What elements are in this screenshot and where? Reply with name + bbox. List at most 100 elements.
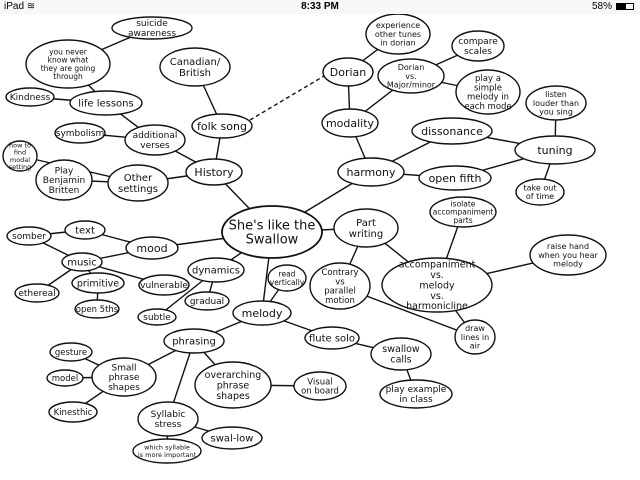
node-label: text bbox=[75, 226, 95, 237]
node-outline bbox=[221, 205, 323, 259]
node-outline bbox=[381, 257, 493, 313]
node-outline bbox=[370, 337, 432, 371]
node-modality: modality bbox=[321, 108, 379, 138]
edge-folk-song-to-dorian-dashed bbox=[249, 75, 325, 121]
node-kinesthetic: Kinesthic bbox=[48, 401, 98, 423]
node-label: gesture bbox=[55, 348, 87, 358]
node-outline bbox=[455, 69, 521, 115]
node-label: symbolism bbox=[56, 129, 104, 139]
node-outline bbox=[293, 371, 347, 401]
node-outline bbox=[74, 299, 120, 319]
node-label: tuning bbox=[537, 144, 572, 157]
node-label: melody bbox=[242, 307, 283, 320]
node-text: text bbox=[64, 220, 106, 240]
node-outline bbox=[429, 196, 497, 228]
node-outline bbox=[184, 291, 230, 311]
node-phrasing: phrasing bbox=[163, 328, 225, 354]
node-outline bbox=[2, 140, 38, 172]
node-label: open fifth bbox=[429, 172, 482, 185]
node-label: mood bbox=[136, 242, 167, 255]
device-label: iPad ≋ bbox=[4, 1, 36, 12]
node-label: dissonance bbox=[421, 125, 483, 138]
node-outline bbox=[159, 47, 231, 87]
node-outline bbox=[309, 262, 371, 310]
node-outline bbox=[111, 16, 193, 40]
node-somber: somber bbox=[6, 226, 52, 246]
node-ethereal: ethereal bbox=[14, 283, 60, 303]
node-dorian: Dorian bbox=[322, 57, 374, 87]
node-outline bbox=[163, 328, 225, 354]
node-label: dynamics bbox=[192, 266, 240, 277]
node-outline bbox=[377, 58, 445, 94]
node-label: model bbox=[52, 374, 78, 384]
node-outline bbox=[304, 326, 360, 350]
node-life-lessons: life lessons bbox=[69, 90, 143, 116]
node-gradual: gradual bbox=[184, 291, 230, 311]
node-label: subtle bbox=[143, 313, 171, 323]
node-outline bbox=[25, 39, 111, 89]
node-outline bbox=[454, 319, 496, 355]
node-outline bbox=[514, 135, 596, 165]
node-outline bbox=[6, 226, 52, 246]
node-outline bbox=[333, 208, 399, 248]
node-harmony: harmony bbox=[337, 157, 405, 187]
node-flute-solo: flute solo bbox=[304, 326, 360, 350]
node-label: Canadian/British bbox=[170, 57, 221, 79]
node-kindness: Kindness bbox=[5, 87, 55, 107]
node-tuning: tuning bbox=[514, 135, 596, 165]
node-outline bbox=[529, 234, 607, 276]
node-history: History bbox=[185, 158, 243, 186]
node-outline bbox=[185, 158, 243, 186]
node-dissonance: dissonance bbox=[411, 117, 493, 145]
node-outline bbox=[124, 124, 186, 156]
node-label: Dorian bbox=[330, 66, 367, 79]
node-label: modality bbox=[326, 117, 375, 130]
node-melody: melody bbox=[232, 300, 292, 326]
node-outline bbox=[35, 159, 93, 201]
node-gesture: gesture bbox=[49, 342, 93, 362]
node-outline bbox=[322, 57, 374, 87]
node-outline bbox=[64, 220, 106, 240]
node-outline bbox=[137, 401, 199, 437]
node-label: folk song bbox=[197, 120, 247, 133]
node-outline bbox=[54, 122, 106, 144]
node-outline bbox=[337, 157, 405, 187]
node-label: swal-low bbox=[211, 434, 254, 445]
node-label: harmony bbox=[347, 166, 396, 179]
node-label: life lessons bbox=[78, 99, 133, 110]
battery-icon bbox=[616, 3, 634, 10]
node-subtle: subtle bbox=[137, 308, 177, 326]
node-label: gradual bbox=[190, 297, 224, 307]
node-primitive: primitive bbox=[71, 272, 125, 294]
node-label: primitive bbox=[77, 278, 119, 289]
node-label: Kinesthic bbox=[54, 408, 93, 418]
node-outline bbox=[191, 113, 253, 139]
